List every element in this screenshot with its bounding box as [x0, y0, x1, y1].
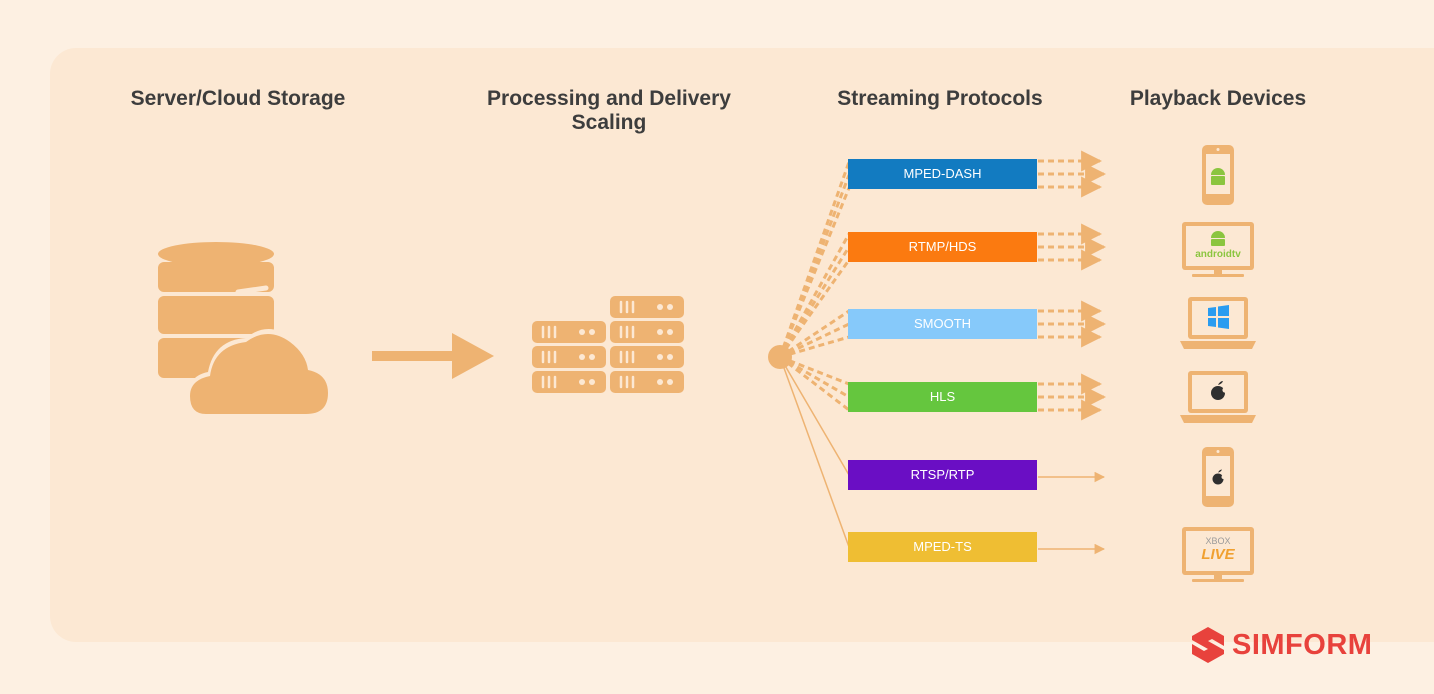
android-tv-label: androidtv — [1195, 249, 1241, 260]
column-title-storage: Server/Cloud Storage — [130, 87, 346, 110]
protocol-box-smooth: SMOOTH — [848, 309, 1037, 339]
protocol-box-mped-dash: MPED-DASH — [848, 159, 1037, 189]
apple-laptop-icon — [1180, 371, 1256, 423]
windows-laptop-icon — [1180, 297, 1256, 349]
flow-arrow-icon — [372, 333, 494, 379]
simform-logo: SIMFORM — [1190, 626, 1372, 664]
hub-connectors — [778, 161, 851, 548]
database-cloud-icon — [158, 242, 330, 414]
xbox-live-tv-icon: XBOX LIVE — [1182, 527, 1254, 582]
server-rack-icon — [532, 296, 684, 393]
android-tv-icon: androidtv — [1182, 222, 1254, 277]
column-title-protocols: Streaming Protocols — [837, 87, 1043, 110]
android-phone-icon — [1202, 145, 1234, 205]
xbox-label-top: XBOX — [1205, 536, 1230, 546]
apple-phone-icon — [1202, 447, 1234, 507]
protocol-box-rtsp-rtp: RTSP/RTP — [848, 460, 1037, 490]
protocol-arrows — [1038, 150, 1107, 555]
column-title-processing: Processing and Delivery Scaling — [487, 87, 731, 134]
hub-node — [768, 345, 792, 369]
protocol-box-hls: HLS — [848, 382, 1037, 412]
protocol-box-mped-ts: MPED-TS — [848, 532, 1037, 562]
protocol-box-rtmp-hds: RTMP/HDS — [848, 232, 1037, 262]
xbox-label-bottom: LIVE — [1201, 546, 1235, 563]
simform-logo-icon — [1192, 627, 1224, 663]
simform-logo-text: SIMFORM — [1232, 629, 1373, 661]
column-title-devices: Playback Devices — [1129, 87, 1307, 110]
